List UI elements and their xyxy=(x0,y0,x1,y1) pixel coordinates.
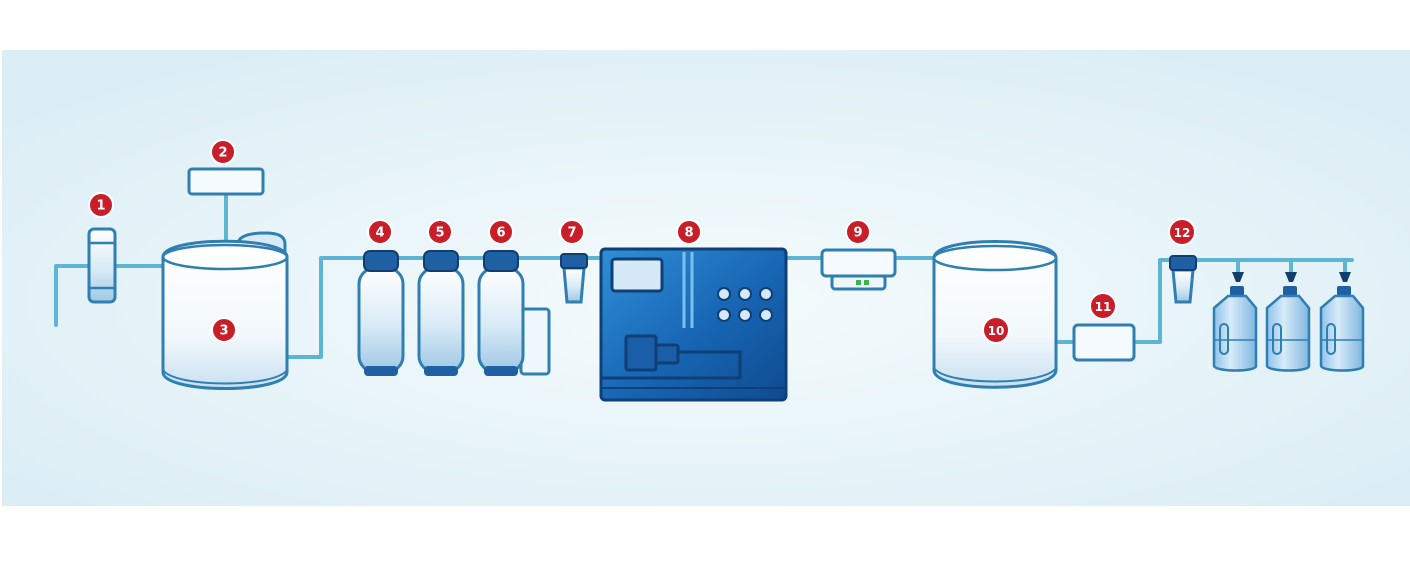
svg-text:7: 7 xyxy=(567,226,576,241)
clean-water-tank-10 xyxy=(932,240,1058,389)
badge-5: 5 xyxy=(427,219,453,245)
pump-11 xyxy=(1072,323,1136,362)
uv-indicator-lights xyxy=(856,280,861,285)
svg-text:9: 9 xyxy=(853,226,862,241)
ro-unit-gauges xyxy=(717,287,773,322)
badge-3: 3 xyxy=(211,317,237,343)
ro-unit-8 xyxy=(599,247,788,402)
svg-text:5: 5 xyxy=(435,226,444,241)
water-bottle-3 xyxy=(1319,286,1365,372)
filter-column-4 xyxy=(357,250,405,376)
svg-text:10: 10 xyxy=(988,324,1005,338)
svg-text:12: 12 xyxy=(1174,226,1191,240)
badge-4: 4 xyxy=(367,219,393,245)
pipe-network xyxy=(54,192,1354,359)
badge-9: 9 xyxy=(845,219,871,245)
control-unit-2 xyxy=(187,167,265,196)
badge-6: 6 xyxy=(488,219,514,245)
filter-column-5 xyxy=(417,250,465,376)
svg-text:6: 6 xyxy=(496,226,505,241)
filling-nozzles xyxy=(1232,272,1351,282)
pipe-3-to-4 xyxy=(285,256,602,359)
badge-2: 2 xyxy=(210,139,236,165)
badge-8: 8 xyxy=(676,219,702,245)
badge-12: 12 xyxy=(1168,218,1196,246)
final-filter-12 xyxy=(1169,255,1197,304)
pipe-11-to-12 xyxy=(1132,258,1354,344)
water-bottle-2 xyxy=(1265,286,1311,372)
ro-unit-display xyxy=(610,257,664,293)
badge-7: 7 xyxy=(559,219,585,245)
svg-text:8: 8 xyxy=(684,226,693,241)
storage-tank-3 xyxy=(161,231,289,390)
cartridge-filter-7 xyxy=(560,253,588,304)
uv-sterilizer-9 xyxy=(820,248,897,291)
pre-filter-1 xyxy=(87,227,117,304)
filter-column-6 xyxy=(477,250,551,376)
svg-text:3: 3 xyxy=(219,324,228,339)
inlet-pipe xyxy=(54,264,165,327)
badge-1: 1 xyxy=(88,192,114,218)
svg-text:11: 11 xyxy=(1095,300,1112,314)
number-badges: 1 2 3 4 5 6 7 8 xyxy=(88,139,1196,344)
svg-text:2: 2 xyxy=(218,146,227,161)
svg-text:1: 1 xyxy=(96,199,105,214)
badge-10: 10 xyxy=(982,316,1010,344)
svg-text:4: 4 xyxy=(375,226,384,241)
water-bottle-1 xyxy=(1212,286,1258,372)
badge-11: 11 xyxy=(1089,292,1117,320)
